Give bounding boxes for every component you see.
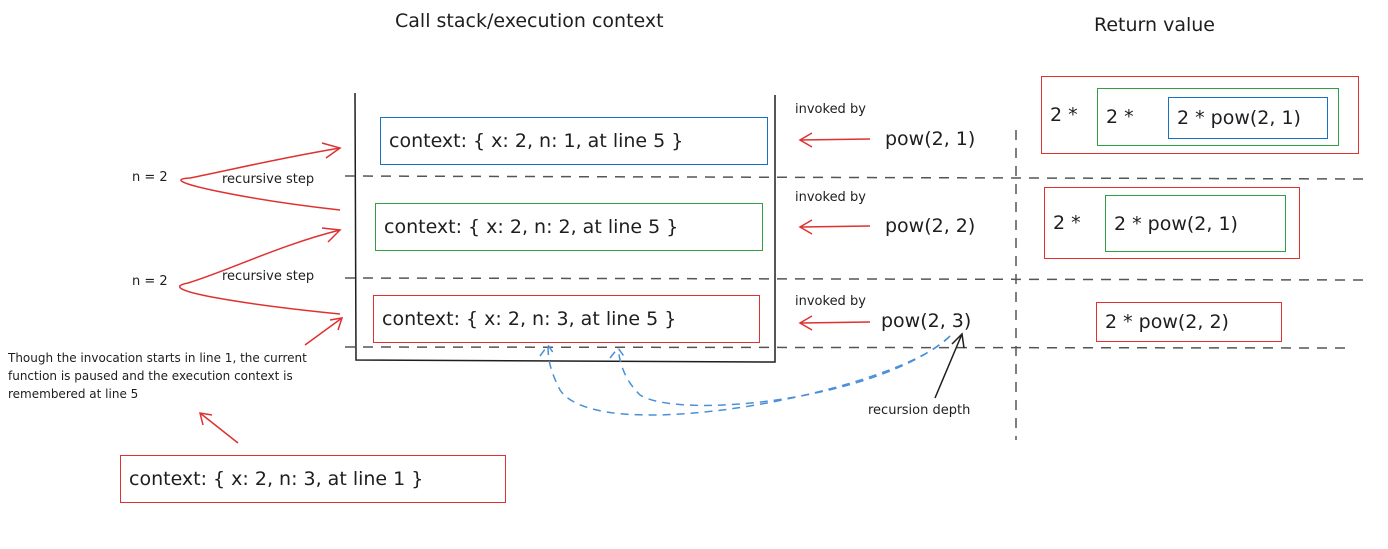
blue-dashed-curves — [539, 335, 951, 416]
call-stack-heading: Call stack/execution context — [395, 10, 664, 32]
return-value-row1-middle-prefix: 2 * — [1106, 106, 1134, 128]
return-value-row2-inner-text: 2 * pow(2, 1) — [1114, 212, 1238, 235]
stack-frame-text: context: { x: 2, n: 3, at line 5 } — [382, 308, 677, 330]
n-label-1: n = 2 — [132, 170, 168, 185]
separator-3 — [344, 346, 1351, 349]
initial-arrow — [198, 412, 239, 444]
separator-1 — [344, 175, 1366, 180]
invoked-arrow-1 — [798, 132, 871, 148]
stack-frame-top: context: { x: 2, n: 1, at line 5 } — [380, 117, 768, 165]
return-value-row1-middle: 2 * — [1097, 88, 1339, 146]
invoked-by-label-2: invoked by — [795, 190, 866, 205]
call-label-1: pow(2, 1) — [885, 128, 976, 150]
return-value-row3-text: 2 * pow(2, 2) — [1105, 311, 1229, 333]
return-value-row3: 2 * pow(2, 2) — [1096, 302, 1282, 342]
return-value-row1-inner: 2 * pow(2, 1) — [1168, 97, 1328, 139]
n-label-2: n = 2 — [132, 274, 168, 289]
invoked-arrow-3 — [798, 315, 871, 331]
return-value-row1-inner-text: 2 * pow(2, 1) — [1177, 107, 1301, 129]
return-value-heading: Return value — [1094, 14, 1215, 36]
paused-context-note: Though the invocation starts in line 1, … — [8, 351, 307, 401]
invoked-arrow-2 — [798, 219, 871, 235]
initial-context-box: context: { x: 2, n: 3, at line 1 } — [120, 455, 506, 503]
initial-context-text: context: { x: 2, n: 3, at line 1 } — [129, 468, 424, 490]
stack-frame-middle: context: { x: 2, n: 2, at line 5 } — [375, 203, 763, 251]
stack-left-wall — [354, 92, 776, 363]
stack-frame-text: context: { x: 2, n: 2, at line 5 } — [384, 216, 679, 238]
return-value-row2-prefix: 2 * — [1053, 212, 1081, 234]
return-value-row2-outer: 2 * — [1044, 187, 1300, 259]
invoked-by-label-3: invoked by — [795, 294, 866, 309]
stack-frame-text: context: { x: 2, n: 1, at line 5 } — [389, 130, 684, 152]
recursive-step-label-2: recursive step — [222, 269, 315, 284]
recursion-depth-label: recursion depth — [868, 403, 971, 418]
invoked-by-label-1: invoked by — [795, 102, 866, 117]
recursive-curve-1 — [180, 142, 342, 211]
separator-2 — [344, 277, 1366, 281]
return-value-row1-prefix: 2 * — [1050, 104, 1078, 126]
depth-arrow — [934, 332, 965, 399]
stack-frame-bottom: context: { x: 2, n: 3, at line 5 } — [373, 295, 760, 343]
return-value-row2-inner: 2 * pow(2, 1) — [1105, 195, 1286, 252]
recursive-step-label-1: recursive step — [222, 172, 315, 187]
recursive-curve-2 — [179, 227, 342, 315]
call-label-2: pow(2, 2) — [885, 215, 976, 237]
note-arrow — [304, 317, 344, 346]
return-value-row1-outer: 2 * — [1041, 76, 1359, 154]
call-label-3: pow(2, 3) — [881, 310, 972, 332]
